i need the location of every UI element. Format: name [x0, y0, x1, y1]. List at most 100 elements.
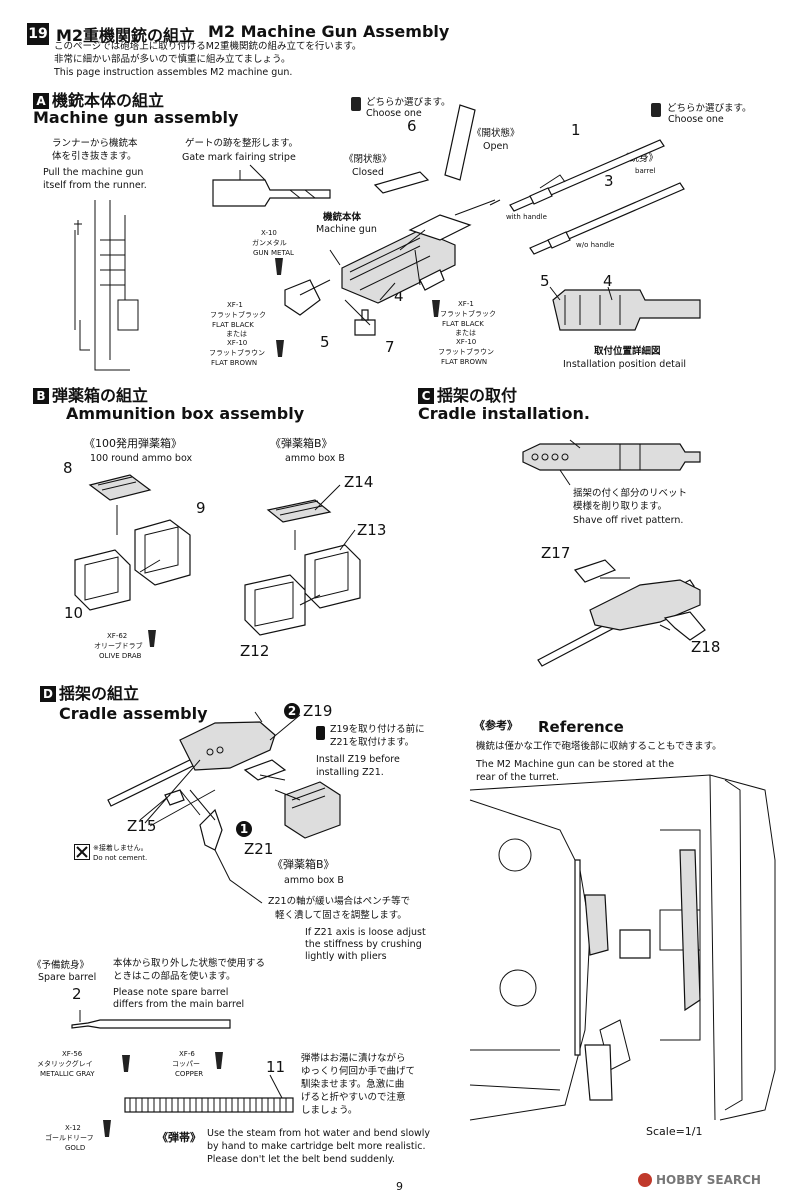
paint-or-jp-2: または	[455, 329, 476, 337]
belt-paint3-jp: ゴールドリーフ	[45, 1134, 94, 1142]
part-num-9: 9	[196, 499, 206, 517]
barrel-with-handle	[509, 139, 665, 212]
belt-note-jp-3: 馴染ませます。急激に曲	[301, 1079, 405, 1090]
install-note-jp-2: Z21を取付けます。	[330, 737, 415, 748]
barrel-label-jp: 《銃身》	[620, 153, 659, 164]
ammo-box-100-drawing	[74, 474, 191, 611]
belt-paint1-code: XF-56	[62, 1050, 83, 1058]
reference-note-en-2: rear of the turret.	[476, 772, 559, 783]
paint-brush-icon	[148, 258, 440, 647]
spare-note-jp-2: ときはこの部品を使います。	[113, 971, 236, 982]
box100-label-jp: 《100発用弾薬箱》	[84, 437, 182, 450]
paint-x10-jp: ガンメタル	[252, 239, 287, 247]
belt-paint2-jp: コッパー	[172, 1060, 200, 1068]
part-num-1: 1	[571, 121, 581, 139]
belt-paint3-code: X-12	[65, 1124, 81, 1132]
open-label-en: Open	[483, 141, 509, 152]
choose2-note-jp: どちらか選びます。	[667, 103, 752, 114]
spare-title-jp: 《予備銃身》	[32, 960, 90, 971]
box100-label-en: 100 round ammo box	[90, 453, 193, 464]
machine-gun-body-drawing	[341, 214, 472, 304]
part-num-z14: Z14	[344, 473, 374, 491]
step-title-en: M2 Machine Gun Assembly	[208, 22, 450, 41]
belt-note-jp-2: ゆっくり何回か手で曲げて	[301, 1066, 416, 1077]
paint-x10-code: X-10	[261, 229, 277, 237]
wo-handle-label: w/o handle	[576, 241, 615, 249]
section-b-title-en: Ammunition box assembly	[66, 404, 305, 423]
installation-detail-drawing	[549, 286, 701, 331]
paint-xf1-jp-2: フラットブラック	[440, 310, 496, 318]
runner-note-en-1: Pull the machine gun	[43, 167, 144, 178]
paint-or-jp: または	[226, 330, 247, 338]
section-a-title-en: Machine gun assembly	[33, 108, 239, 127]
install-note-en-1: Install Z19 before	[316, 754, 400, 765]
part-4-drawing	[419, 269, 445, 291]
part-num-z21: Z21	[244, 840, 274, 858]
part-num-4-detail: 4	[603, 272, 613, 290]
install-note-en-2: installing Z21.	[316, 767, 384, 778]
part-num-5-detail: 5	[540, 272, 550, 290]
belt-note-jp-1: 弾帯はお湯に漬けながら	[301, 1053, 406, 1064]
gate-mark-drawing	[212, 164, 331, 207]
belt-note-en-3: Please don't let the belt bend suddenly.	[207, 1154, 395, 1165]
order-badge-1: 1	[236, 821, 252, 837]
no-cement-icon	[74, 844, 90, 860]
section-d-marker: D	[40, 686, 56, 702]
belt-drawing	[124, 1074, 294, 1113]
belt-paint1-jp: メタリックグレイ	[37, 1060, 93, 1068]
paint-xf62-code: XF-62	[107, 632, 128, 640]
intro-en: This page instruction assembles M2 machi…	[54, 67, 293, 78]
page-number: 9	[396, 1180, 403, 1193]
axis-note-jp-2: 軽く潰して固さを調整します。	[275, 910, 407, 921]
paint-xf10-en-2: FLAT BROWN	[441, 358, 488, 366]
belt-paint3-en: GOLD	[65, 1144, 86, 1152]
part-num-3: 3	[604, 172, 614, 190]
section-c-title-jp: 揺架の取付	[437, 386, 518, 405]
belt-paint-brush-icon	[103, 1052, 223, 1137]
reference-note-jp: 機銃は僅かな工作で砲塔後部に収納することもできます。	[476, 741, 722, 752]
hobby-search-logo-icon	[638, 1173, 652, 1187]
no-cement-en: Do not cement.	[93, 854, 148, 862]
spare-note-jp-1: 本体から取り外した状態で使用する	[113, 958, 266, 969]
no-cement-jp: ※接着しません。	[93, 844, 148, 852]
barrel-label-en: barrel	[635, 167, 656, 175]
with-handle-label: with handle	[506, 213, 547, 221]
closed-label-en: Closed	[352, 167, 384, 178]
step-title-jp: M2重機関銃の組立	[56, 26, 196, 45]
part-num-z12: Z12	[240, 642, 270, 660]
part-num-z18: Z18	[691, 638, 721, 656]
boxb-label-jp: 《弾薬箱B》	[270, 437, 333, 450]
mg-label-en: Machine gun	[316, 224, 377, 235]
open-label-jp: 《開状態》	[472, 128, 520, 139]
part-num-10: 10	[64, 604, 84, 622]
part-num-z19: Z19	[303, 702, 333, 720]
reference-note-en-1: The M2 Machine gun can be stored at the	[476, 759, 675, 770]
section-b-marker: B	[33, 388, 49, 404]
reference-title-en: Reference	[538, 718, 624, 736]
intro-jp-2: 非常に細かい部品が多いので慎重に組み立てましょう。	[54, 54, 291, 65]
belt-note-jp-5: しましょう。	[301, 1105, 358, 1116]
spare-note-en-2: differs from the main barrel	[113, 999, 245, 1010]
d-boxb-label-en: ammo box B	[284, 875, 344, 886]
cover-closed-drawing	[373, 171, 430, 194]
paint-xf1-code-2: XF-1	[458, 300, 474, 308]
paint-xf1-en-2: FLAT BLACK	[442, 320, 484, 328]
part-num-4: 4	[394, 287, 404, 305]
part-num-5: 5	[320, 333, 330, 351]
paint-xf1-jp: フラットブラック	[210, 311, 266, 319]
d-boxb-label-jp: 《弾薬箱B》	[272, 858, 335, 871]
choose-note-jp: どちらか選びます。	[366, 97, 451, 108]
spare-barrel-drawing	[71, 1010, 231, 1029]
part-5-drawing	[284, 279, 321, 316]
axis-note-en-1: If Z21 axis is loose adjust	[305, 927, 426, 938]
paint-xf1-en: FLAT BLACK	[212, 321, 254, 329]
paint-xf62-jp: オリーブドラブ	[94, 642, 143, 650]
step-number: 19	[27, 23, 49, 45]
section-c-marker: C	[418, 388, 434, 404]
